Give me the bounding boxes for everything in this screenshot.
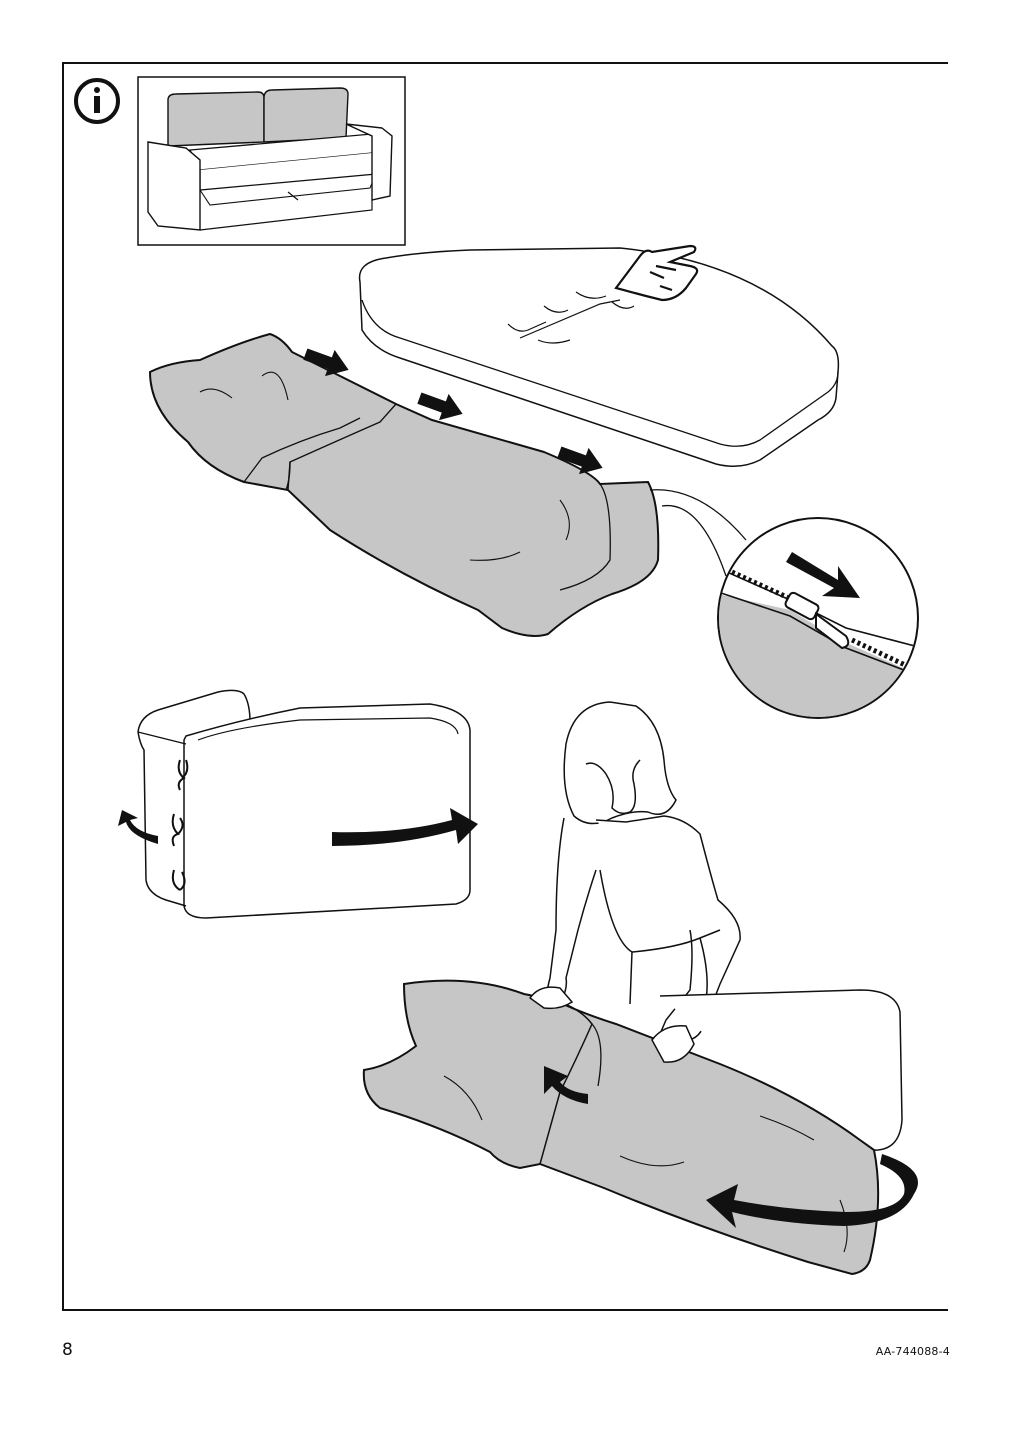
hand-icon (614, 244, 699, 302)
frame-top-line (62, 62, 948, 64)
zipper-detail-circle (649, 489, 919, 719)
back-cushion-illustration (118, 689, 478, 919)
seat-cushion-bottom (659, 989, 903, 1153)
page-number: 8 (62, 1340, 73, 1360)
person-illustration (535, 701, 741, 1041)
covered-cushion-top (148, 332, 660, 637)
seat-cushion-illustration (358, 247, 840, 467)
frame-bottom-line (62, 1309, 948, 1311)
covered-cushion-bottom (362, 979, 918, 1276)
sofa-inset-illustration (137, 76, 406, 246)
document-code: AA-744088-4 (875, 1345, 950, 1358)
info-icon (74, 78, 120, 124)
frame-left-line (62, 62, 64, 1310)
